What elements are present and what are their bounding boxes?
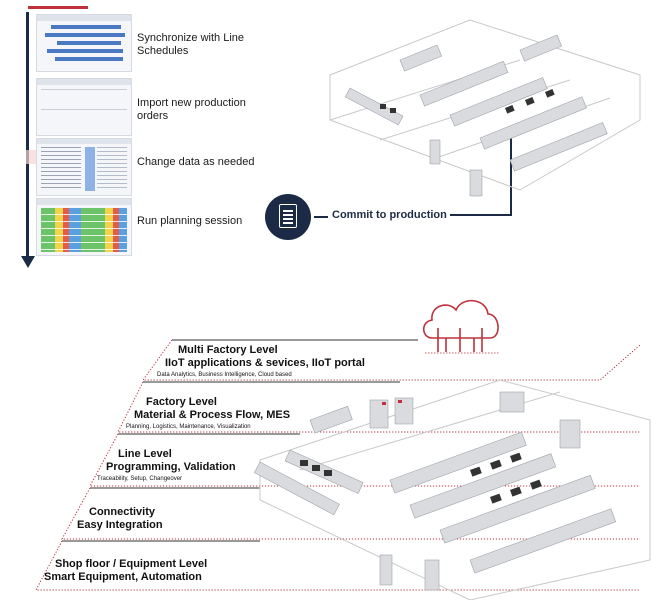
timeline-arrow-icon bbox=[21, 256, 35, 268]
commit-connector-left bbox=[314, 216, 328, 218]
step-label-planning: Run planning session bbox=[137, 215, 243, 227]
change-data-screenshot-thumbnail bbox=[36, 138, 132, 196]
layer-factory-subtitle: Material & Process Flow, MES bbox=[134, 409, 291, 421]
workflow-timeline bbox=[26, 12, 29, 260]
layer-multi-factory-description: Data Analytics, Business Intelligence, C… bbox=[157, 372, 292, 378]
layer-line-description: Traceability, Setup, Changeover bbox=[97, 476, 183, 482]
step-label-import: Import new production orders bbox=[137, 97, 246, 122]
layer-multi-factory-title: Multi Factory Level bbox=[178, 344, 278, 356]
commit-connector-up bbox=[510, 130, 512, 216]
document-icon bbox=[279, 204, 297, 228]
layer-shopfloor-title: Shop floor / Equipment Level bbox=[55, 558, 208, 570]
planning-session-screenshot-thumbnail bbox=[36, 198, 132, 256]
commit-badge bbox=[265, 194, 311, 240]
step-label-change-data: Change data as needed bbox=[137, 156, 255, 168]
layer-line-title: Line Level bbox=[118, 448, 172, 460]
commit-connector-right bbox=[450, 214, 512, 216]
commit-label: Commit to production bbox=[332, 209, 447, 221]
layer-factory-title: Factory Level bbox=[146, 396, 217, 408]
schedule-screenshot-thumbnail bbox=[36, 14, 132, 72]
layer-shopfloor-subtitle: Smart Equipment, Automation bbox=[44, 571, 202, 583]
layer-multi-factory-subtitle: IIoT applications & sevices, IIoT portal bbox=[165, 357, 365, 369]
layer-connectivity-subtitle: Easy Integration bbox=[77, 519, 163, 531]
layer-line-subtitle: Programming, Validation bbox=[106, 461, 236, 473]
accent-bar bbox=[28, 6, 88, 9]
layer-factory-description: Planning, Logistics, Maintenance, Visual… bbox=[126, 424, 251, 430]
watermark-mark bbox=[26, 150, 38, 164]
cloud-icon bbox=[422, 299, 499, 352]
step-label-synchronize: Synchronize with Line Schedules bbox=[137, 32, 245, 57]
import-orders-screenshot-thumbnail bbox=[36, 78, 132, 136]
layer-connectivity-title: Connectivity bbox=[89, 506, 156, 518]
